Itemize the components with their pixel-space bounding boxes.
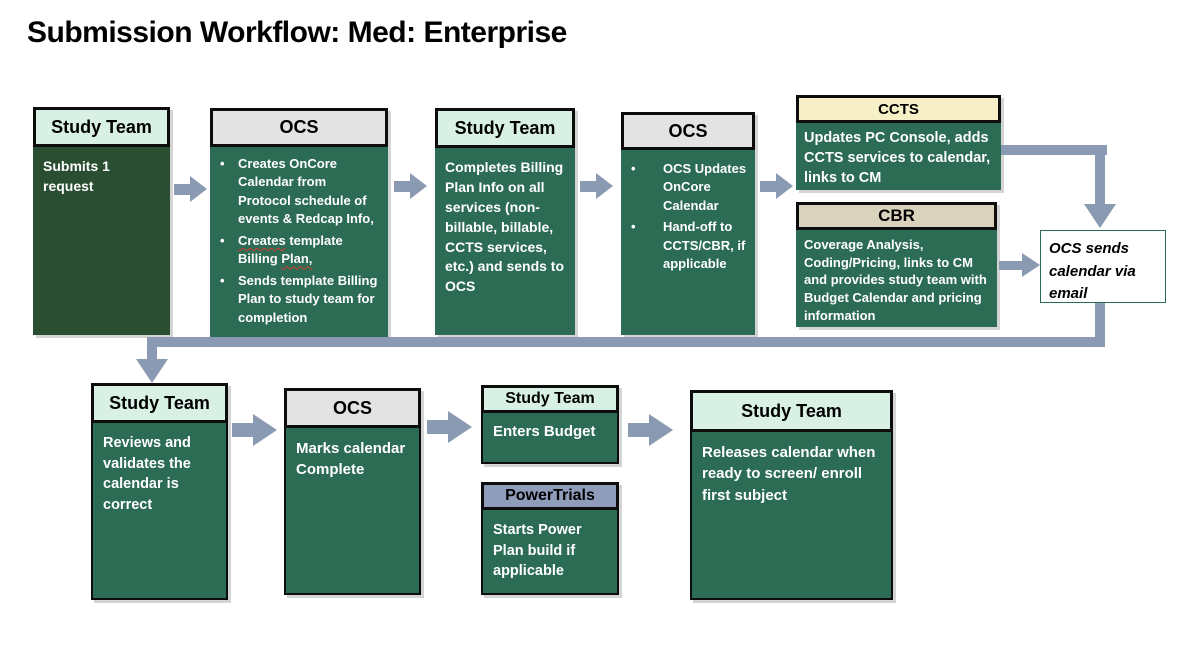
step-body: Completes Billing Plan Info on all servi…	[435, 148, 575, 335]
step-ocs-creates-calendar: OCS Creates OnCore Calendar from Protoco…	[210, 108, 388, 338]
bullet-icon	[220, 155, 238, 229]
step-header: OCS	[210, 108, 388, 147]
arrow-right-icon	[760, 173, 793, 199]
bullet-label: Creates OnCore Calendar from Protocol sc…	[238, 156, 374, 227]
connector-return-vertical-right	[1095, 303, 1105, 345]
bullet-item: OCS Updates OnCore Calendar	[631, 160, 749, 215]
step-study-team-releases: Study Team Releases calendar when ready …	[690, 390, 893, 600]
step-body: Coverage Analysis, Coding/Pricing, links…	[796, 230, 997, 327]
arrow-head	[649, 414, 673, 446]
bullet-icon	[220, 272, 238, 327]
arrow-shaft	[232, 423, 253, 437]
bullet-icon	[220, 232, 238, 269]
step-header: Study Team	[481, 385, 619, 413]
arrow-right-icon	[232, 414, 277, 446]
email-note: OCS sends calendar via email	[1040, 230, 1166, 303]
arrow-shaft	[174, 183, 190, 195]
bullet-label: OCS Updates OnCore Calendar	[663, 161, 747, 213]
arrow-head	[190, 176, 207, 202]
step-body: Starts Power Plan build if applicable	[481, 510, 619, 595]
arrow-head	[410, 173, 427, 199]
arrow-head	[448, 411, 472, 443]
step-body: Marks calendar Complete	[284, 428, 421, 595]
arrow-shaft	[394, 180, 410, 192]
step-body: Releases calendar when ready to screen/ …	[690, 432, 893, 600]
step-study-team-submits: Study Team Submits 1 request	[33, 107, 170, 335]
bullet-item: Hand-off to CCTS/CBR, if applicable	[631, 218, 749, 273]
arrow-right-icon	[427, 411, 472, 443]
bullet-label: Sends template Billing Plan to study tea…	[238, 272, 378, 325]
arrow-head	[776, 173, 793, 199]
step-body: Enters Budget	[481, 413, 619, 464]
step-powertrials: PowerTrials Starts Power Plan build if a…	[481, 482, 619, 595]
arrow-shaft	[580, 180, 596, 192]
connector-ccts-horizontal	[1001, 145, 1107, 155]
bullet-item: Creates OnCore Calendar from Protocol sc…	[220, 155, 380, 229]
bullet-label: Creates template Billing Plan,	[238, 232, 380, 269]
step-body: Creates OnCore Calendar from Protocol sc…	[210, 147, 388, 338]
step-header: Study Team	[91, 383, 228, 423]
arrow-down-icon	[136, 359, 168, 383]
connector-ccts-vertical	[1095, 145, 1105, 205]
arrow-shaft	[427, 420, 448, 434]
step-body: OCS Updates OnCore Calendar Hand-off to …	[621, 150, 755, 335]
step-header: CBR	[796, 202, 997, 230]
arrow-down-icon	[1084, 204, 1116, 228]
bullet-label-mid: template Billing	[238, 232, 343, 267]
arrow-head	[253, 414, 277, 446]
bullet-item: Sends template Billing Plan to study tea…	[220, 272, 380, 327]
step-body: Reviews and validates the calendar is co…	[91, 423, 228, 600]
arrow-shaft	[628, 423, 649, 437]
step-header: CCTS	[796, 95, 1001, 123]
step-cbr: CBR Coverage Analysis, Coding/Pricing, l…	[796, 202, 997, 327]
step-body: Submits 1 request	[33, 147, 170, 335]
step-ccts: CCTS Updates PC Console, adds CCTS servi…	[796, 95, 1001, 190]
misspelled-word: Plan,	[281, 251, 313, 267]
step-study-team-billing-plan: Study Team Completes Billing Plan Info o…	[435, 108, 575, 335]
step-ocs-marks-complete: OCS Marks calendar Complete	[284, 388, 421, 595]
bullet-label: Hand-off to CCTS/CBR, if applicable	[663, 219, 746, 272]
connector-return-horizontal	[147, 337, 1105, 347]
arrow-right-icon	[1022, 253, 1040, 277]
step-ocs-updates-calendar: OCS OCS Updates OnCore Calendar Hand-off…	[621, 112, 755, 335]
arrow-right-icon	[580, 173, 613, 199]
connector-return-vertical-left	[147, 347, 157, 361]
step-study-team-reviews: Study Team Reviews and validates the cal…	[91, 383, 228, 600]
step-header: PowerTrials	[481, 482, 619, 510]
step-body: Updates PC Console, adds CCTS services t…	[796, 123, 1001, 190]
step-header: Study Team	[33, 107, 170, 147]
arrow-head	[596, 173, 613, 199]
page-title: Submission Workflow: Med: Enterprise	[27, 16, 567, 49]
step-header: Study Team	[690, 390, 893, 432]
bullet-item: Creates template Billing Plan,	[220, 232, 380, 269]
arrow-right-icon	[394, 173, 427, 199]
arrow-right-icon	[174, 176, 207, 202]
misspelled-word: Creates	[238, 232, 286, 248]
bullet-icon	[631, 160, 663, 215]
arrow-right-icon	[628, 414, 673, 446]
step-header: Study Team	[435, 108, 575, 148]
connector-cbr-shaft	[999, 261, 1023, 270]
arrow-shaft	[760, 180, 776, 192]
step-study-team-budget: Study Team Enters Budget	[481, 385, 619, 464]
bullet-icon	[631, 218, 663, 273]
step-header: OCS	[621, 112, 755, 150]
step-header: OCS	[284, 388, 421, 428]
